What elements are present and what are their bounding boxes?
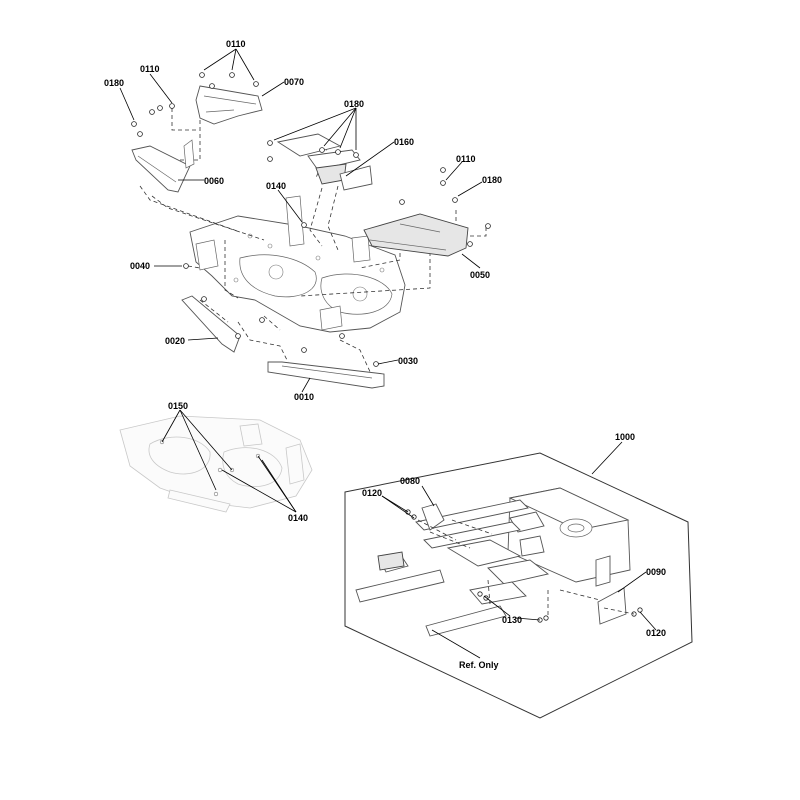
callout-0180-right: 0180	[482, 175, 502, 185]
callout-0140-bottom: 0140	[288, 513, 308, 523]
callout-0020: 0020	[165, 336, 185, 346]
assembly-1000-frame	[344, 452, 693, 719]
leader-lines	[119, 48, 657, 659]
part-0160-bracket	[267, 133, 373, 191]
alignment-lines-upper	[139, 108, 487, 377]
callout-0060: 0060	[204, 176, 224, 186]
part-0070-cover	[195, 72, 263, 125]
callout-0130: 0130	[502, 615, 522, 625]
bolt-0110-right	[440, 167, 446, 173]
part-0010-bar	[267, 333, 385, 389]
callout-0110-left: 0110	[140, 64, 160, 74]
callout-0110-top: 0110	[226, 39, 246, 49]
callout-0150: 0150	[168, 401, 188, 411]
ghosted-deck-view	[119, 415, 313, 513]
callout-0120-top: 0120	[362, 488, 382, 498]
callout-0140-top: 0140	[266, 181, 286, 191]
callout-0090: 0090	[646, 567, 666, 577]
callout-0120-bottom: 0120	[646, 628, 666, 638]
callout-0040: 0040	[130, 261, 150, 271]
bolt-0040	[183, 263, 189, 269]
part-0050-shield	[363, 180, 491, 257]
callout-0180-left: 0180	[104, 78, 124, 88]
callout-1000: 1000	[615, 432, 635, 442]
callout-labels: 0110 0110 0070 0180 0180 0160 0110 0180 …	[104, 39, 666, 670]
callout-0180-mid: 0180	[344, 99, 364, 109]
callout-0030: 0030	[398, 356, 418, 366]
part-0080-plate	[421, 503, 445, 531]
callout-0070: 0070	[284, 77, 304, 87]
callout-0110-right: 0110	[456, 154, 476, 164]
part-0020-arm	[181, 295, 265, 353]
callout-0080: 0080	[400, 476, 420, 486]
part-0060-baffle	[131, 103, 195, 193]
mower-deck-housing	[189, 195, 406, 333]
ref-only-note: Ref. Only	[459, 660, 499, 670]
callout-0010: 0010	[294, 392, 314, 402]
callout-0160: 0160	[394, 137, 414, 147]
part-0090-plate	[597, 587, 627, 625]
bolt-0140-upper	[301, 222, 307, 228]
callout-0050: 0050	[470, 270, 490, 280]
